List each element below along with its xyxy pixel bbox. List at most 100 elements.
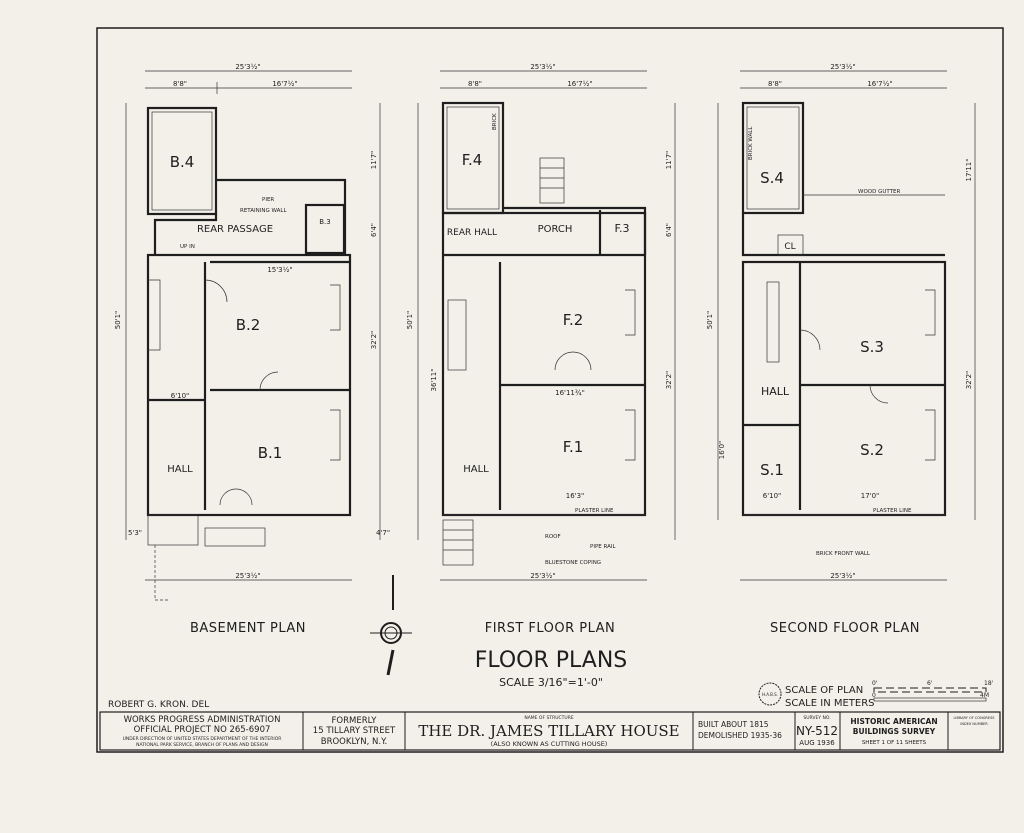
scale-4m: 4M: [980, 692, 989, 699]
basement-depth-dim: 50'1": [114, 311, 122, 330]
room-s1: S.1: [760, 461, 784, 479]
project-number: OFFICIAL PROJECT NO 265-6907: [134, 725, 271, 735]
built-date: BUILT ABOUT 1815: [698, 720, 769, 729]
room-b2: B.2: [236, 316, 261, 334]
title-block: WORKS PROGRESS ADMINISTRATION OFFICIAL P…: [99, 711, 1001, 751]
address: 15 TILLARY STREET: [313, 726, 396, 736]
formerly-label: FORMERLY: [332, 716, 378, 726]
sheet-title: FLOOR PLANS: [475, 648, 628, 673]
note-brick: BRICK: [492, 113, 498, 130]
room-rear-hall: REAR HALL: [447, 228, 497, 238]
delineator: ROBERT G. KRON. DEL: [108, 700, 209, 710]
second-rear-depth-dim: 17'11": [965, 159, 973, 182]
note-brick-front-wall: BRICK FRONT WALL: [816, 551, 871, 557]
survey-number: NY-512: [796, 724, 838, 738]
second-hall-depth-dim: 16'0": [718, 441, 726, 460]
dim-s1-width: 6'10": [763, 492, 782, 500]
room-s4: S.4: [760, 169, 784, 187]
index-number-label: INDEX NUMBER: [960, 722, 988, 726]
first-rear-depth-dim: 11'7": [665, 151, 673, 170]
habs-line-1: HISTORIC AMERICAN: [850, 717, 937, 726]
demolished-date: DEMOLISHED 1935-36: [698, 731, 782, 740]
habs-seal: H.A.B.S.: [762, 692, 778, 697]
first-floor-plan-title: FIRST FLOOR PLAN: [485, 621, 616, 636]
direction-line-1: UNDER DIRECTION OF UNITED STATES DEPARTM…: [123, 736, 282, 742]
first-front-width-dim: 25'3½": [530, 572, 555, 580]
north-arrow-icon: [370, 575, 412, 676]
second-left-dim: 8'8": [768, 80, 782, 88]
first-main-depth-dim: 32'2": [665, 371, 673, 390]
second-right-dim: 16'7½": [867, 80, 892, 88]
room-f3: F.3: [614, 222, 629, 235]
note-retaining-wall: RETAINING WALL: [240, 208, 287, 214]
room-b4: B.4: [170, 153, 195, 171]
basement-plan-title: BASEMENT PLAN: [190, 621, 306, 636]
dim-f2-width: 16'11¾": [555, 389, 585, 397]
first-width-dim: 25'3½": [530, 63, 555, 71]
scale-18ft: 18': [984, 680, 994, 687]
note-pipe-rail: PIPE RAIL: [590, 544, 616, 550]
room-s2: S.2: [860, 441, 884, 459]
dim-stoop: 5'3": [128, 529, 142, 537]
second-main-depth-dim: 32'2": [965, 371, 973, 390]
first-depth-dim: 50'1": [406, 311, 414, 330]
city: BROOKLYN, N.Y.: [321, 737, 388, 747]
note-wood-gutter: WOOD GUTTER: [858, 189, 900, 195]
first-left-dim: 8'8": [468, 80, 482, 88]
basement-rear-depth-dim: 11'7": [370, 151, 378, 170]
scale-6ft: 6': [927, 680, 933, 687]
note-plaster-line: PLASTER LINE: [575, 508, 614, 514]
scale-bar: H.A.B.S. SCALE OF PLAN SCALE IN METERS 0…: [758, 680, 994, 709]
wpa-label: WORKS PROGRESS ADMINISTRATION: [124, 715, 281, 725]
scale-of-plan-label: SCALE OF PLAN: [785, 685, 863, 696]
basement-main-depth-dim: 32'2": [370, 331, 378, 350]
dim-front: 4'7": [376, 529, 390, 537]
structure-name: THE DR. JAMES TILLARY HOUSE: [418, 722, 679, 740]
second-floor-plan-title: SECOND FLOOR PLAN: [770, 621, 920, 636]
sheet-border: [96, 27, 1004, 753]
basement-front-width-dim: 25'3½": [235, 572, 260, 580]
structure-aka: (ALSO KNOWN AS CUTTING HOUSE): [491, 740, 608, 748]
room-f2: F.2: [563, 311, 584, 329]
direction-line-2: NATIONAL PARK SERVICE, BRANCH OF PLANS A…: [136, 742, 268, 748]
basement-left-dim: 8'8": [173, 80, 187, 88]
note-roof: ROOF: [545, 534, 561, 540]
room-b1: B.1: [258, 444, 283, 462]
first-floor-plan: 25'3½" 8'8" 16'7½" 50'1" 36'11" 32'2" 11…: [406, 63, 676, 636]
sheet-number: SHEET 1 OF 11 SHEETS: [862, 740, 927, 746]
dim-f1-width: 16'3": [566, 492, 585, 500]
second-floor-plan: 25'3½" 8'8" 16'7½" 50'1" 32'2" 17'11" 16…: [706, 63, 976, 636]
room-b3: B.3: [319, 218, 330, 226]
room-f1: F.1: [563, 438, 584, 456]
room-s3: S.3: [860, 338, 884, 356]
second-width-dim: 25'3½": [830, 63, 855, 71]
basement-plan: 25'3½" 8'8" 16'7½" 50'1" 32'2" 11'7" 6'4…: [114, 63, 390, 636]
basement-width-dim: 25'3½": [235, 63, 260, 71]
room-second-hall: HALL: [761, 385, 790, 398]
dim-s2-width: 17'0": [861, 492, 880, 500]
room-f4: F.4: [462, 151, 483, 169]
basement-right-dim: 16'7½": [272, 80, 297, 88]
basement-ext-depth-dim: 6'4": [370, 223, 378, 237]
scale-0m: 0: [872, 692, 876, 699]
note-plaster-line-2: PLASTER LINE: [873, 508, 912, 514]
room-cl: CL: [784, 242, 795, 252]
name-of-structure-label: NAME OF STRUCTURE: [524, 715, 573, 721]
scale-in-meters-label: SCALE IN METERS: [785, 698, 875, 709]
habs-line-2: BUILDINGS SURVEY: [853, 727, 936, 736]
dim-hall-width: 6'10": [171, 392, 190, 400]
note-brick-wall: BRICK WALL: [748, 126, 754, 160]
note-bluestone-coping: BLUESTONE COPING: [545, 560, 601, 566]
sheet-scale: SCALE 3/16"=1'-0": [499, 676, 603, 689]
room-first-hall: HALL: [463, 464, 489, 475]
second-front-width-dim: 25'3½": [830, 572, 855, 580]
room-porch: PORCH: [538, 224, 573, 235]
note-pier: PIER: [262, 197, 274, 203]
room-basement-hall: HALL: [167, 464, 193, 475]
note-up-in: UP IN: [180, 244, 195, 250]
first-ext-depth-dim: 6'4": [665, 223, 673, 237]
second-depth-dim: 50'1": [706, 311, 714, 330]
scale-0ft: 0': [872, 680, 878, 687]
survey-no-label: SURVEY NO.: [803, 715, 830, 721]
